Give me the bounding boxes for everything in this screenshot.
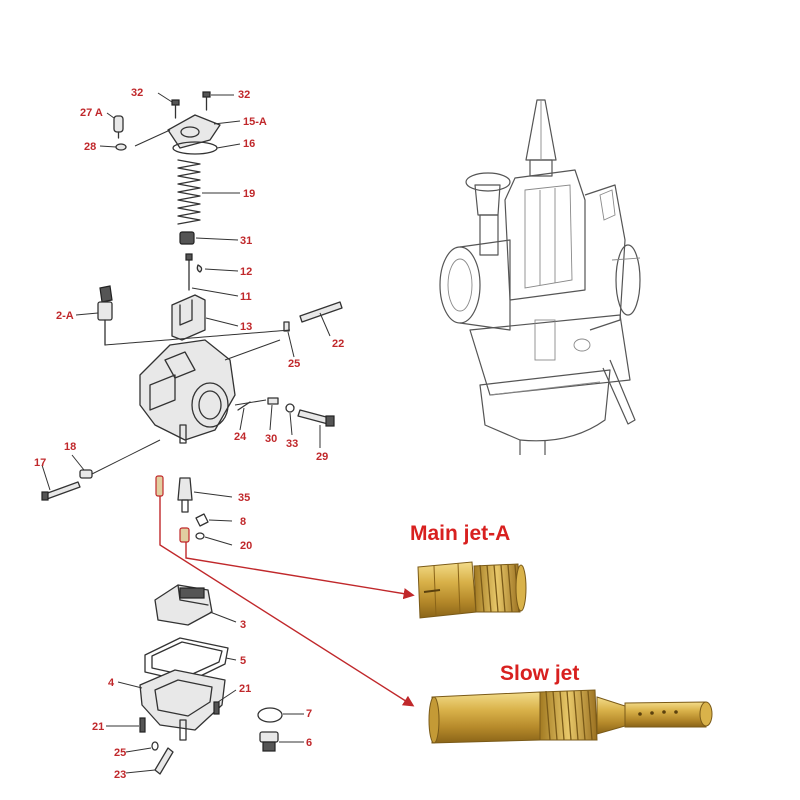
label-2a: 2-A [56, 310, 74, 322]
label-33: 33 [286, 438, 298, 450]
carburetor-body-line-drawing [139, 339, 236, 444]
label-22: 22 [332, 338, 344, 350]
part-20-ring [195, 532, 205, 540]
label-13: 13 [240, 321, 252, 333]
label-30: 30 [265, 433, 277, 445]
label-31: 31 [240, 235, 252, 247]
label-11: 11 [240, 291, 252, 303]
part-number-labels: 32 32 27 A 15-A 28 16 19 31 12 11 2-A 13… [34, 87, 344, 781]
label-35: 35 [238, 492, 250, 504]
slow-jet-small-icon [155, 475, 164, 497]
label-25-upper: 25 [288, 358, 300, 370]
label-25-lower: 25 [114, 747, 126, 759]
part-29-bolt [297, 409, 335, 427]
label-12: 12 [240, 266, 252, 278]
part-32-screw-right [202, 91, 211, 111]
label-15a: 15-A [243, 116, 267, 128]
part-8-washer [195, 513, 209, 527]
exploded-diagram-top [41, 91, 343, 501]
part-5-gasket [144, 637, 229, 683]
slow-jet-title: Slow jet [500, 662, 579, 685]
part-3-float [154, 584, 213, 626]
main-jet-title: Main jet-A [410, 522, 510, 545]
part-17-long-screw [41, 481, 81, 501]
exploded-diagram-middle [155, 475, 233, 546]
label-6: 6 [306, 737, 312, 749]
main-jet-small-icon [179, 527, 190, 543]
label-19: 19 [243, 188, 255, 200]
part-18 [79, 469, 93, 479]
label-17: 17 [34, 457, 46, 469]
label-8: 8 [240, 516, 246, 528]
part-4-float-bowl [139, 669, 226, 741]
part-35-needle-jet [177, 477, 193, 513]
label-29: 29 [316, 451, 328, 463]
slow-jet-photo [428, 689, 713, 744]
label-32-right: 32 [238, 89, 250, 101]
exploded-diagram-bottom [106, 584, 304, 775]
part-11-needle [185, 253, 193, 291]
label-18: 18 [64, 441, 76, 453]
label-21-left: 21 [92, 721, 104, 733]
part-12-clip [196, 264, 203, 273]
label-3: 3 [240, 619, 246, 631]
label-24: 24 [234, 431, 247, 443]
part-30 [267, 397, 279, 405]
label-28: 28 [84, 141, 96, 153]
label-32-left: 32 [131, 87, 143, 99]
part-7-o-ring [257, 707, 283, 723]
part-25-small-upper [283, 321, 290, 332]
part-31-retainer [179, 231, 195, 245]
label-16: 16 [243, 138, 255, 150]
part-28 [115, 143, 127, 151]
label-23: 23 [114, 769, 126, 781]
label-7: 7 [306, 708, 312, 720]
part-6-drain-plug [259, 731, 279, 752]
part-15a-top-cap [167, 114, 221, 149]
label-4: 4 [108, 677, 115, 689]
part-23-drain-tube [154, 747, 174, 775]
part-27a [113, 115, 124, 139]
carburetor-sketch-illustration [439, 99, 641, 455]
label-20: 20 [240, 540, 252, 552]
part-21-screw-left [139, 717, 146, 733]
main-jet-photo [417, 561, 527, 619]
part-25-small-lower [151, 741, 159, 751]
part-33-washer [285, 403, 295, 413]
part-22-rod [299, 301, 343, 323]
part-19-spring [177, 159, 201, 225]
label-21-right: 21 [239, 683, 251, 695]
part-21-screw-right [213, 701, 220, 715]
label-27a: 27 A [80, 107, 103, 119]
part-13-throttle-slide [171, 294, 206, 341]
part-2a-air-screw [97, 285, 113, 346]
label-5: 5 [240, 655, 246, 667]
red-pointer-lines [159, 496, 415, 707]
part-32-screw-left [171, 99, 180, 119]
